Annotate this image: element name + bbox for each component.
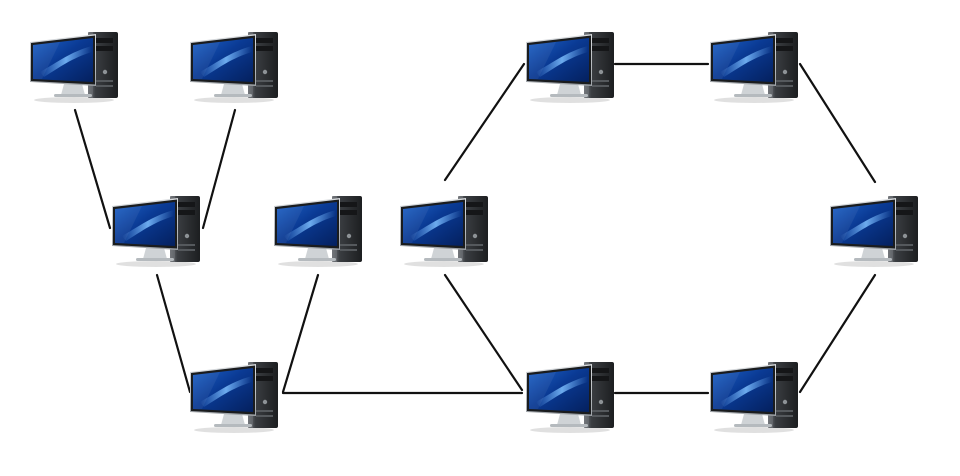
link-pc-middle-left-to-pc-bottom-left bbox=[155, 273, 192, 394]
desktop-computer-icon bbox=[190, 32, 278, 103]
desktop-computer-icon bbox=[274, 196, 362, 267]
link-pc-top-left-1-to-pc-middle-left bbox=[73, 108, 112, 230]
desktop-computer-icon bbox=[830, 196, 918, 267]
desktop-computer-icon bbox=[400, 196, 488, 267]
pc-ring-bottom-right bbox=[710, 362, 798, 433]
link-pc-top-left-2-to-pc-middle-left bbox=[201, 108, 237, 230]
desktop-computer-icon bbox=[710, 32, 798, 103]
pc-ring-left bbox=[400, 196, 488, 267]
link-pc-ring-right-to-pc-ring-bottom-right bbox=[798, 273, 877, 394]
pc-ring-top-left bbox=[526, 32, 614, 103]
links-layer bbox=[73, 62, 877, 395]
pc-middle-center bbox=[274, 196, 362, 267]
pc-top-left-1 bbox=[30, 32, 118, 103]
link-pc-ring-bottom-left-to-pc-ring-left bbox=[443, 273, 524, 392]
pc-bottom-left bbox=[190, 362, 278, 433]
link-pc-middle-center-to-pc-bottom-left bbox=[281, 273, 320, 394]
desktop-computer-icon bbox=[190, 362, 278, 433]
pc-top-left-2 bbox=[190, 32, 278, 103]
pc-middle-left bbox=[112, 196, 200, 267]
desktop-computer-icon bbox=[526, 362, 614, 433]
pc-ring-right bbox=[830, 196, 918, 267]
desktop-computer-icon bbox=[710, 362, 798, 433]
link-pc-ring-top-right-to-pc-ring-right bbox=[798, 62, 877, 184]
pc-ring-top-right bbox=[710, 32, 798, 103]
link-pc-ring-left-to-pc-ring-top-left bbox=[443, 62, 526, 182]
nodes-layer bbox=[30, 32, 918, 433]
desktop-computer-icon bbox=[112, 196, 200, 267]
desktop-computer-icon bbox=[526, 32, 614, 103]
desktop-computer-icon bbox=[30, 32, 118, 103]
pc-ring-bottom-left bbox=[526, 362, 614, 433]
